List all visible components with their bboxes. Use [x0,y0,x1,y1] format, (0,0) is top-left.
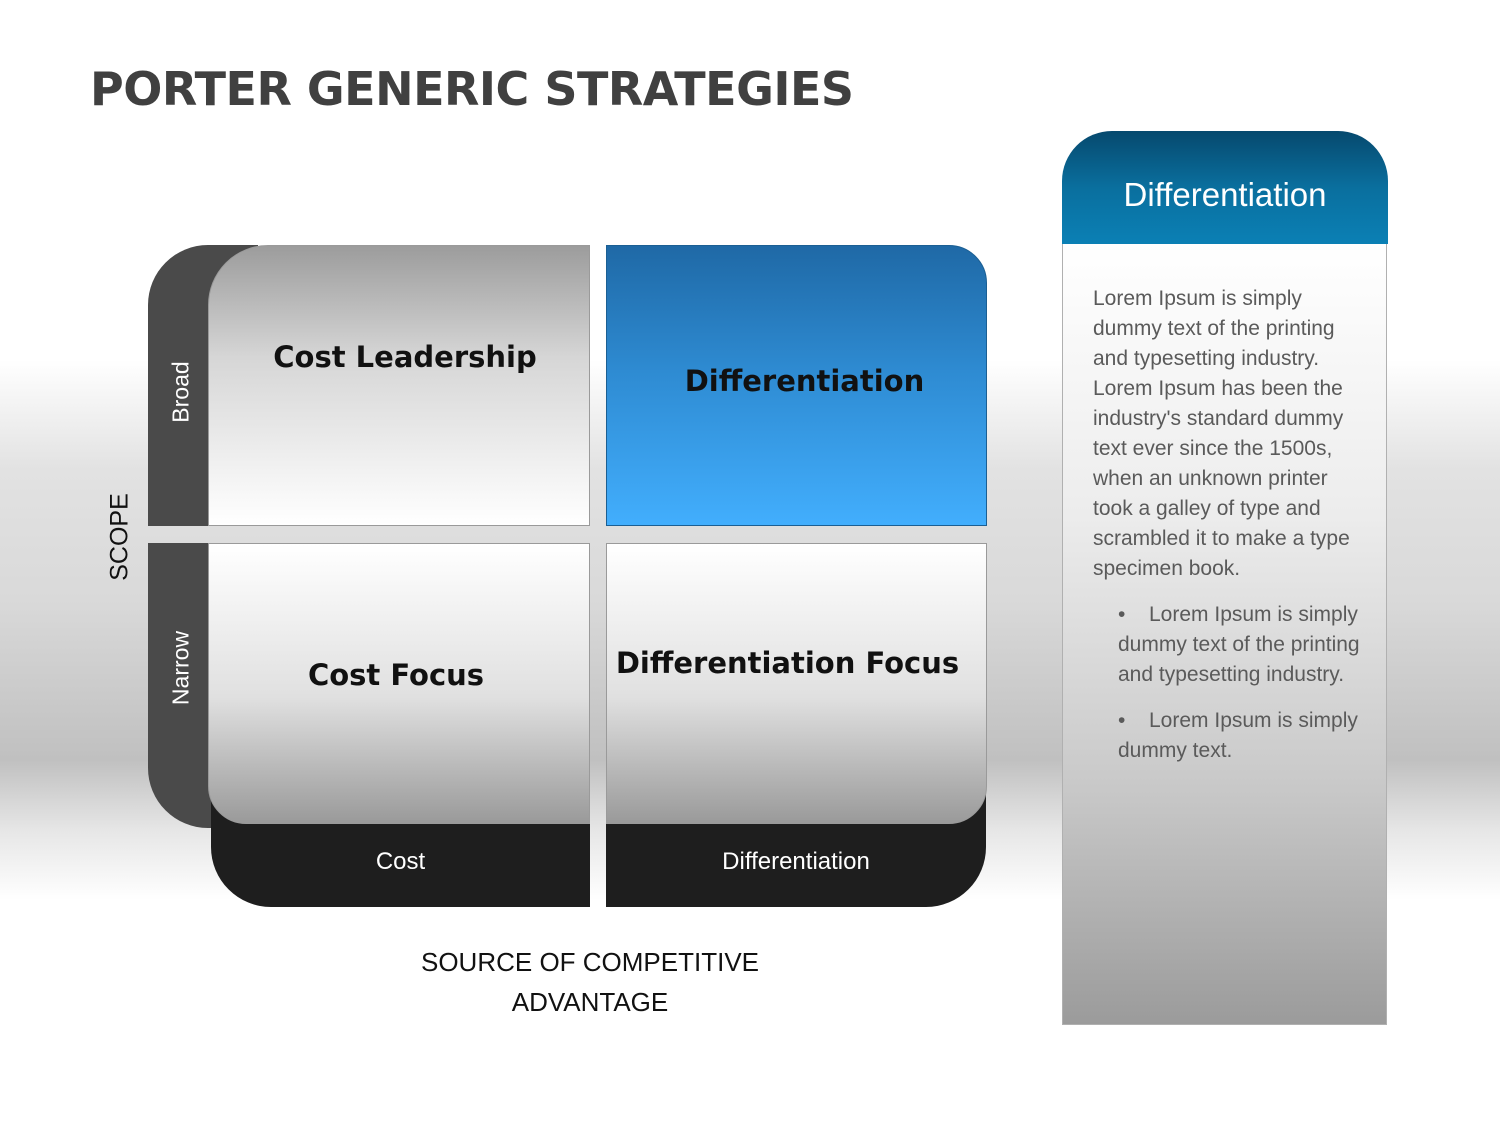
info-panel-bullets: •Lorem Ipsum is simply dummy text of the… [1093,600,1368,766]
info-panel-header: Differentiation [1062,131,1388,244]
cell-cost-leadership: Cost Leadership [208,245,590,526]
advantage-axis-label-line2: ADVANTAGE [511,987,669,1017]
advantage-differentiation-label: Differentiation [722,848,870,875]
advantage-axis-label: SOURCE OF COMPETITIVE ADVANTAGE [380,942,800,1022]
cell-cost-focus: Cost Focus [208,543,590,824]
cell-differentiation: Differentiation [606,245,987,526]
bullet-icon: • [1118,603,1126,626]
cell-cost-focus-label: Cost Focus [307,658,485,692]
cell-differentiation-focus: Differentiation Focus [606,543,987,824]
bullet-icon: • [1118,709,1126,732]
cell-differentiation-label: Differentiation [684,364,925,398]
info-panel [1062,243,1387,1025]
list-item: •Lorem Ipsum is simply dummy text of the… [1118,600,1368,690]
advantage-axis-label-line1: SOURCE OF COMPETITIVE [420,947,760,977]
list-item: •Lorem Ipsum is simply dummy text. [1118,706,1368,766]
bullet-text: Lorem Ipsum is simply dummy text. [1118,709,1358,762]
bullet-text: Lorem Ipsum is simply dummy text of the … [1118,603,1360,686]
page-title: PORTER GENERIC STRATEGIES [90,62,854,116]
advantage-cost-label: Cost [375,848,426,875]
cell-differentiation-focus-label: Differentiation Focus [615,646,960,680]
scope-broad-label: Broad [167,361,194,423]
info-panel-text: Lorem Ipsum is simply dummy text of the … [1093,284,1368,782]
cell-cost-leadership-label: Cost Leadership [273,340,537,374]
info-panel-paragraph: Lorem Ipsum is simply dummy text of the … [1093,287,1350,580]
scope-narrow-label: Narrow [167,630,194,706]
scope-axis-label: SCOPE [105,493,134,581]
